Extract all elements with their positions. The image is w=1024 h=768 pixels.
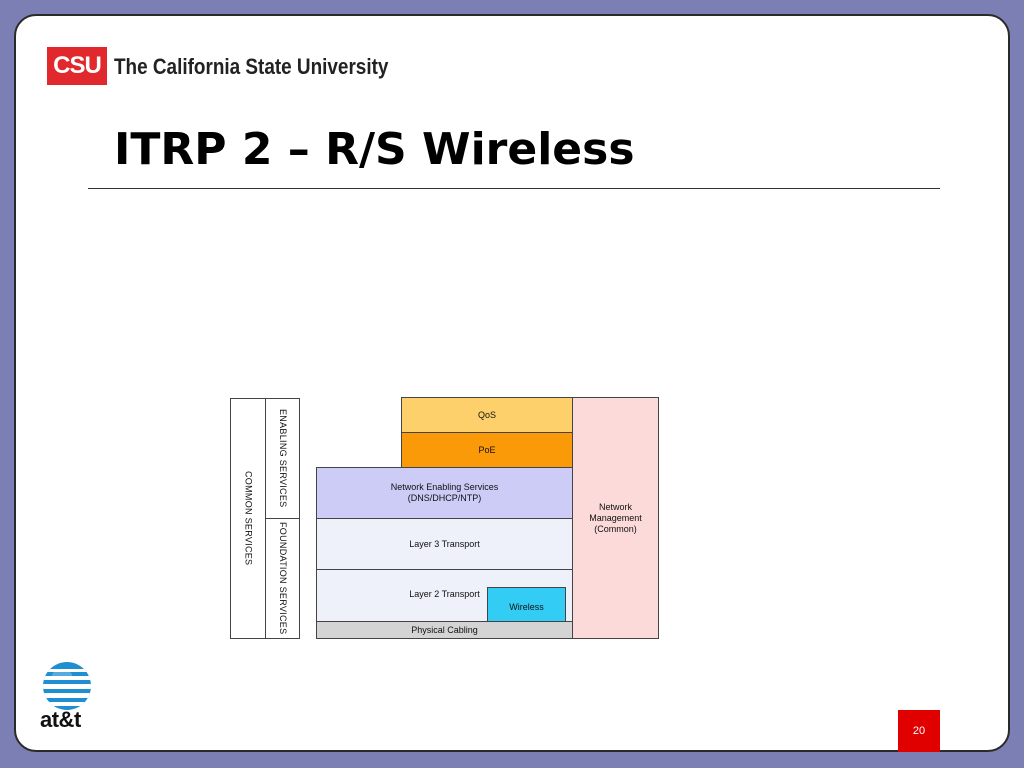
physical-cabling-box: Physical Cabling bbox=[316, 621, 573, 639]
layer3-box: Layer 3 Transport bbox=[316, 518, 573, 570]
layer3-label: Layer 3 Transport bbox=[409, 538, 480, 549]
slide: CSU The California State University ITRP… bbox=[14, 14, 1010, 752]
foundation-services-box: FOUNDATION SERVICES bbox=[265, 518, 300, 639]
title-divider bbox=[88, 188, 940, 189]
att-globe-icon bbox=[43, 662, 91, 710]
common-services-label: COMMON SERVICES bbox=[243, 471, 254, 566]
foundation-services-label: FOUNDATION SERVICES bbox=[278, 522, 288, 635]
qos-box: QoS bbox=[401, 397, 573, 433]
network-management-label-3: (Common) bbox=[594, 523, 637, 534]
wireless-label: Wireless bbox=[509, 601, 544, 612]
network-management-box: Network Management (Common) bbox=[572, 397, 659, 639]
network-enabling-label: Network Enabling Services bbox=[390, 482, 499, 492]
poe-box: PoE bbox=[401, 432, 573, 468]
poe-label: PoE bbox=[478, 444, 496, 455]
enabling-services-label: ENABLING SERVICES bbox=[278, 409, 288, 508]
physical-cabling-label: Physical Cabling bbox=[411, 624, 478, 635]
network-enabling-box: Network Enabling Services (DNS/DHCP/NTP) bbox=[316, 467, 573, 519]
enabling-services-box: ENABLING SERVICES bbox=[265, 398, 300, 519]
layer2-label: Layer 2 Transport bbox=[409, 589, 480, 599]
network-management-label-2: Management bbox=[589, 512, 642, 523]
csu-logo: CSU bbox=[47, 47, 107, 85]
network-enabling-protocols: (DNS/DHCP/NTP) bbox=[407, 493, 482, 503]
page-number: 20 bbox=[912, 725, 926, 737]
page-number-badge: 20 bbox=[898, 710, 940, 752]
att-logo-text: at&t bbox=[40, 707, 81, 732]
common-services-box: COMMON SERVICES bbox=[230, 398, 266, 639]
network-management-label-1: Network bbox=[598, 501, 632, 512]
slide-title: ITRP 2 – R/S Wireless bbox=[114, 124, 635, 175]
university-name: The California State University bbox=[114, 54, 389, 79]
qos-label: QoS bbox=[477, 409, 496, 420]
